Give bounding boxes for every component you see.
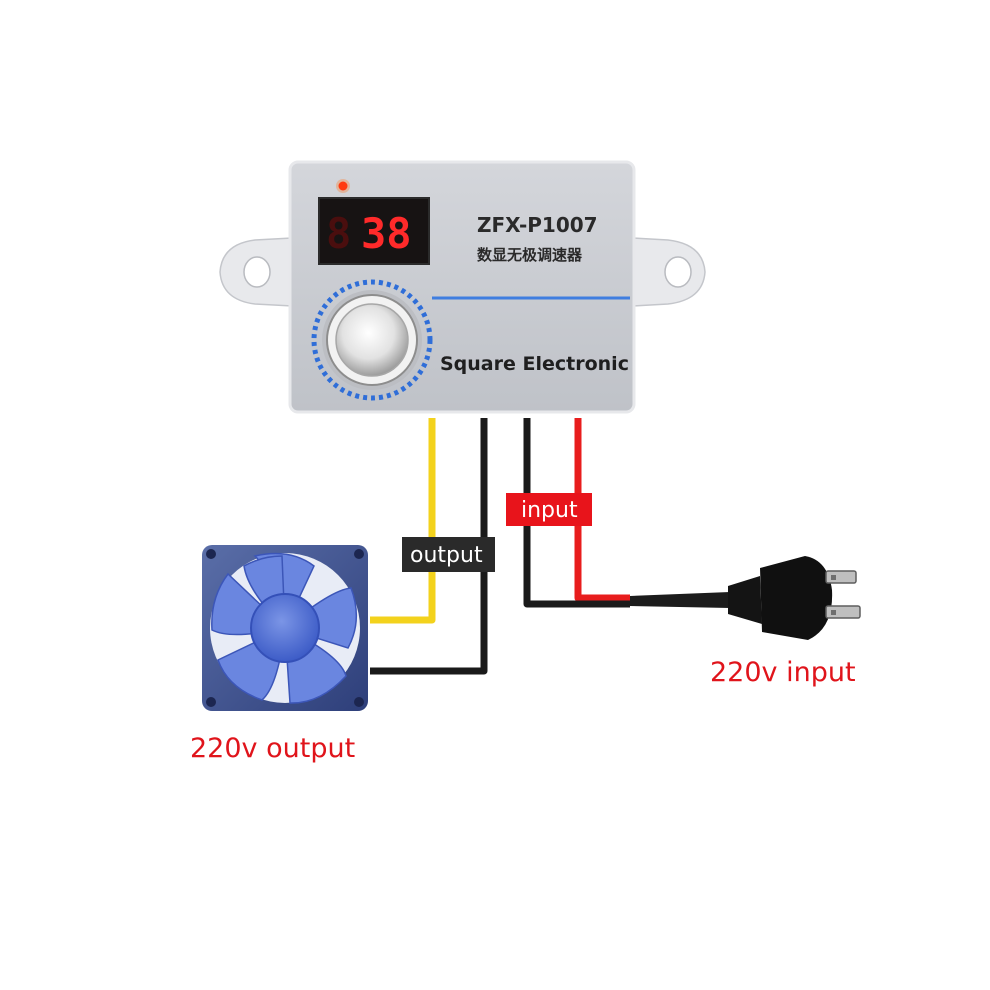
rotary-knob-icon[interactable] (311, 279, 433, 401)
output-wire-black (370, 418, 488, 675)
display-value: 38 (361, 209, 412, 258)
mounting-ear-left (219, 237, 293, 307)
input-wire-black (523, 418, 630, 608)
digital-display: 8 38 (318, 197, 430, 265)
fan-caption: 220v output (190, 733, 355, 764)
input-tag: input (506, 493, 592, 526)
brand-name: Square Electronic (440, 353, 629, 375)
input-wire-red (574, 418, 630, 602)
output-wire-yellow (370, 418, 436, 624)
speed-controller: 8 38 ZFX-P1007 数显无极调速器 Square Electronic (219, 160, 706, 414)
mounting-ear-right (631, 237, 706, 307)
display-unlit-digit: 8 (326, 209, 351, 258)
model-number: ZFX-P1007 (477, 213, 598, 237)
wiring (370, 418, 630, 675)
power-plug-icon (630, 556, 861, 640)
output-tag-label: output (410, 543, 483, 568)
input-tag-label: input (521, 498, 578, 523)
plug-caption: 220v input (710, 657, 856, 688)
fan-icon (202, 545, 368, 711)
output-tag: output (402, 537, 495, 572)
indicator-led-icon (336, 179, 350, 193)
product-subtitle: 数显无极调速器 (477, 246, 583, 264)
